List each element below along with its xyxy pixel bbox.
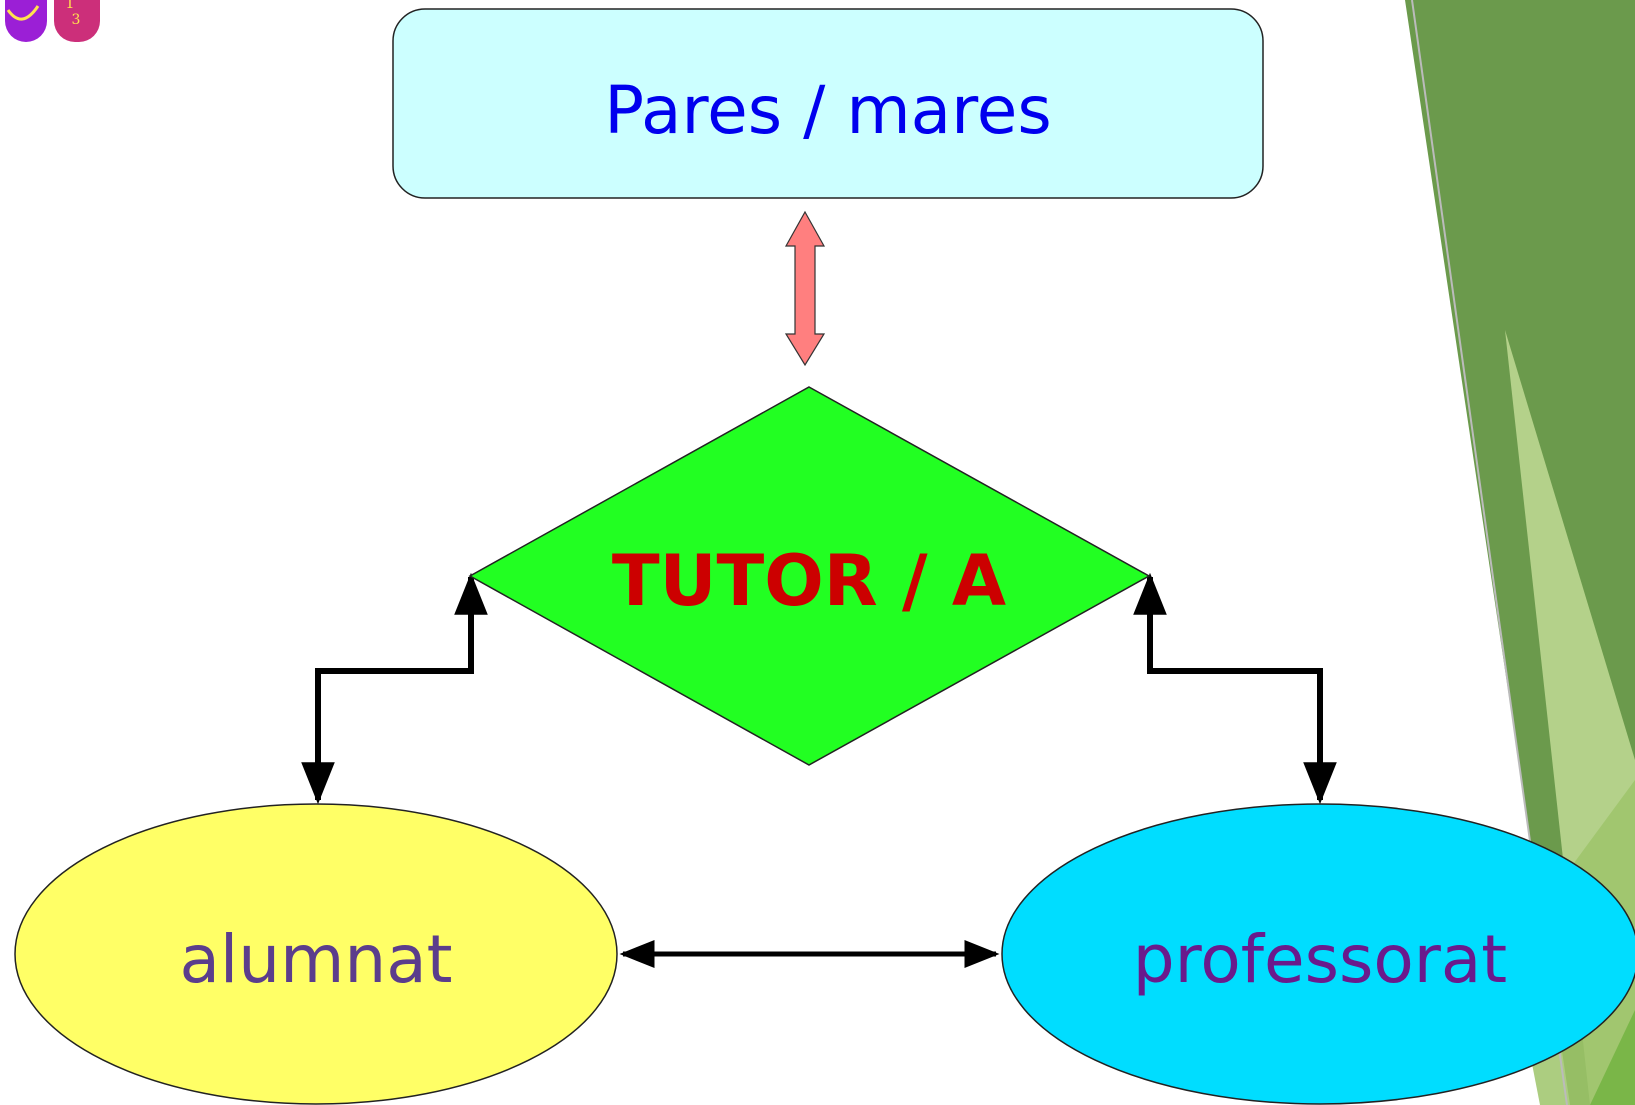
edge-tutor-students [301, 572, 488, 805]
node-parents-box [392, 8, 1264, 199]
logo-digit-3: 3 [72, 12, 81, 28]
node-tutor: TUTOR / A [468, 386, 1151, 766]
node-students-label: alumnat [179, 921, 452, 998]
logo-pill-purple [5, 0, 47, 42]
node-teachers-label: professorat [1133, 921, 1507, 998]
edge-parents-tutor [784, 210, 826, 367]
node-teachers: professorat [1001, 803, 1635, 1105]
node-students: alumnat [14, 803, 618, 1105]
node-tutor-diamond [468, 386, 1151, 766]
logo-pill-pink [54, 0, 100, 42]
logo-digit-1: 1 [66, 0, 75, 12]
node-parents-label: Pares / mares [604, 72, 1052, 149]
logo: 1 3 [5, 0, 100, 42]
double-arrow-icon [784, 210, 826, 367]
logo-swirl-icon [6, 5, 40, 21]
node-students-ellipse [14, 803, 618, 1105]
node-teachers-ellipse [1001, 803, 1635, 1105]
node-tutor-label: TUTOR / A [612, 540, 1006, 622]
edge-tutor-teachers [1133, 572, 1337, 805]
node-parents: Pares / mares [392, 8, 1264, 199]
